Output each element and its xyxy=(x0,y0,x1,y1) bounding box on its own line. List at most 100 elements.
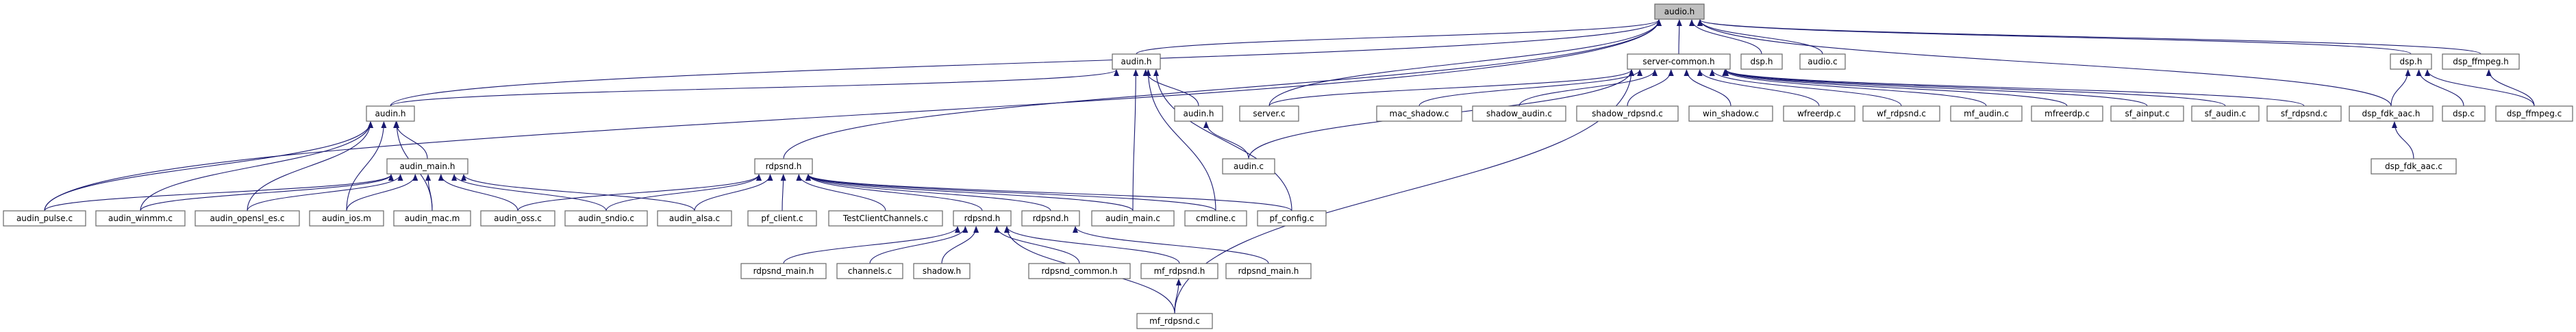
node-dsp-c[interactable]: dsp.c xyxy=(2442,105,2486,122)
node-label: audin_winmm.c xyxy=(108,214,173,223)
node-label: wfreerdp.c xyxy=(1797,109,1841,118)
node-label: audin_main.h xyxy=(400,162,455,171)
node-audio-c[interactable]: audio.c xyxy=(1799,53,1846,70)
node-shadow-audin-c[interactable]: shadow_audin.c xyxy=(1472,105,1566,122)
node-mac-shadow-c[interactable]: mac_shadow.c xyxy=(1376,105,1462,122)
node-audin-main-h[interactable]: audin_main.h xyxy=(386,158,468,175)
node-label: audin_main.c xyxy=(1105,214,1160,223)
edge-audin_sndio_c-to-rdpsnd_h_a xyxy=(605,174,762,212)
node-wfreerdp-c[interactable]: wfreerdp.c xyxy=(1783,105,1855,122)
node-label: shadow_audin.c xyxy=(1486,109,1552,118)
edge-audin_oss_c-to-audin_main_h xyxy=(438,174,518,212)
node-mf-rdpsnd-c[interactable]: mf_rdpsnd.c xyxy=(1136,313,1213,329)
node-rdpsnd-common-h[interactable]: rdpsnd_common.h xyxy=(1028,263,1131,279)
node-audin-oss-c[interactable]: audin_oss.c xyxy=(480,210,555,227)
node-sf-audin-c[interactable]: sf_audin.c xyxy=(2191,105,2260,122)
node-audin-opensl-es-c[interactable]: audin_opensl_es.c xyxy=(195,210,300,227)
edge-audin_c-to-audin_h_c xyxy=(1203,121,1249,159)
node-shadow-rdpsnd-c[interactable]: shadow_rdpsnd.c xyxy=(1576,105,1679,122)
node-box xyxy=(366,105,415,122)
node-box xyxy=(1654,3,1705,20)
edge-cmdline_c-to-rdpsnd_h_a xyxy=(805,174,1216,212)
node-box xyxy=(1576,105,1679,122)
node-win-shadow-c[interactable]: win_shadow.c xyxy=(1688,105,1773,122)
node-box xyxy=(195,210,300,227)
node-audin-h-a[interactable]: audin.h xyxy=(1112,53,1161,70)
node-dsp-fdk-aac-h[interactable]: dsp_fdk_aac.h xyxy=(2349,105,2434,122)
edge-mf_rdpsnd_c-to-mf_rdpsnd_h xyxy=(1174,279,1181,314)
edge-cmdline_c-to-audin_h_a xyxy=(1145,69,1216,212)
edge-audin_main_c-to-audin_h_a xyxy=(1132,69,1139,212)
edge-audin_pulse_c-to-audin_h_b xyxy=(44,121,373,212)
node-audin-ios-m[interactable]: audin_ios.m xyxy=(309,210,384,227)
node-sf-ainput-c[interactable]: sf_ainput.c xyxy=(2110,105,2184,122)
edge-mf_rdpsnd_h-to-rdpsnd_h_red xyxy=(1004,226,1180,264)
edge-server_c-to-audio_h xyxy=(1268,19,1662,107)
node-audin-mac-m[interactable]: audin_mac.m xyxy=(393,210,471,227)
node-label: audio.c xyxy=(1808,57,1837,66)
node-pf-client-c[interactable]: pf_client.c xyxy=(747,210,817,227)
node-label: rdpsnd.h xyxy=(1033,214,1069,223)
node-label: audin_sndio.c xyxy=(578,214,634,223)
edge-audin_ios_m-to-audin_h_b xyxy=(346,121,387,212)
edge-audin_opensl_es_c-to-audin_h_b xyxy=(247,121,373,212)
node-audin-h-b[interactable]: audin.h xyxy=(366,105,415,122)
node-box xyxy=(564,210,648,227)
node-rdpsnd-h-a[interactable]: rdpsnd.h xyxy=(754,158,813,175)
node-label: dsp.h xyxy=(2400,57,2423,66)
node-label: audin_alsa.c xyxy=(669,214,720,223)
node-box xyxy=(1112,53,1161,70)
edge-TestClientChannels_c-to-rdpsnd_h_a xyxy=(796,174,886,212)
node-dsp-h[interactable]: dsp.h xyxy=(2390,53,2432,70)
node-server-c[interactable]: server.c xyxy=(1239,105,1299,122)
edge-channels_c-to-rdpsnd_h_red xyxy=(869,226,968,264)
node-label: rdpsnd_common.h xyxy=(1041,266,1117,276)
node-label: audin_opensl_es.c xyxy=(210,214,284,223)
node-TestClientChannels-c[interactable]: TestClientChannels.c xyxy=(828,210,943,227)
node-server-common-h[interactable]: server-common.h xyxy=(1627,53,1731,70)
node-audin-main-c[interactable]: audin_main.c xyxy=(1091,210,1175,227)
node-sf-rdpsnd-c[interactable]: sf_rdpsnd.c xyxy=(2266,105,2342,122)
node-box xyxy=(3,210,86,227)
node-label: audin_mac.m xyxy=(405,214,460,223)
node-rdpsnd-main-h-a[interactable]: rdpsnd_main.h xyxy=(740,263,827,279)
edge-dsp_ffmpeg_c-to-dsp_h xyxy=(2425,69,2535,107)
node-audin-h-c[interactable]: audin.h xyxy=(1174,105,1223,122)
node-rdpsnd-h-c[interactable]: rdpsnd.h xyxy=(1021,210,1080,227)
node-channels-c[interactable]: channels.c xyxy=(836,263,903,279)
node-audin-alsa-c[interactable]: audin_alsa.c xyxy=(657,210,732,227)
node-mf-rdpsnd-h[interactable]: mf_rdpsnd.h xyxy=(1140,263,1218,279)
graph-nodes: audio.h audin.h server-common.h dsp.h audio.… xyxy=(3,3,2573,329)
node-box xyxy=(1257,210,1327,227)
node-box xyxy=(2442,105,2486,122)
node-audin-pulse-c[interactable]: audin_pulse.c xyxy=(3,210,86,227)
node-box xyxy=(1688,105,1773,122)
node-box xyxy=(1862,105,1940,122)
edge-wfreerdp_c-to-server_common_h xyxy=(1697,69,1820,107)
node-dsp-ffmpeg-c[interactable]: dsp_ffmpeg.c xyxy=(2495,105,2573,122)
node-pf-config-c[interactable]: pf_config.c xyxy=(1257,210,1327,227)
node-dsp-fdk-aac-c[interactable]: dsp_fdk_aac.c xyxy=(2371,158,2457,175)
edge-dsp_h-to-audio_h xyxy=(1697,19,2412,55)
node-mf-audin-c[interactable]: mf_audin.c xyxy=(1950,105,2023,122)
edge-audin_main_h-to-audin_h_b xyxy=(393,121,428,159)
node-wf-rdpsnd-c[interactable]: wf_rdpsnd.c xyxy=(1862,105,1940,122)
node-audin-c[interactable]: audin.c xyxy=(1222,158,1275,175)
node-label: cmdline.c xyxy=(1196,214,1236,223)
node-audin-winmm-c[interactable]: audin_winmm.c xyxy=(95,210,186,227)
node-dsp-h-top[interactable]: dsp.h xyxy=(1740,53,1783,70)
edge-audin_main_c-to-rdpsnd_h_a xyxy=(805,174,1134,212)
node-mfreerdp-c[interactable]: mfreerdp.c xyxy=(2031,105,2103,122)
node-audin-sndio-c[interactable]: audin_sndio.c xyxy=(564,210,648,227)
node-box xyxy=(393,210,471,227)
node-shadow-h[interactable]: shadow.h xyxy=(913,263,971,279)
node-cmdline-c[interactable]: cmdline.c xyxy=(1184,210,1247,227)
node-dsp-ffmpeg-h[interactable]: dsp_ffmpeg.h xyxy=(2442,53,2520,70)
node-box xyxy=(1950,105,2023,122)
node-label: audin_oss.c xyxy=(494,214,542,223)
node-audio-h: audio.h xyxy=(1654,3,1705,20)
node-rdpsnd-h-red[interactable]: rdpsnd.h xyxy=(953,210,1012,227)
node-label: dsp.c xyxy=(2453,109,2475,118)
node-box xyxy=(1028,263,1131,279)
node-rdpsnd-main-h-b[interactable]: rdpsnd_main.h xyxy=(1225,263,1312,279)
